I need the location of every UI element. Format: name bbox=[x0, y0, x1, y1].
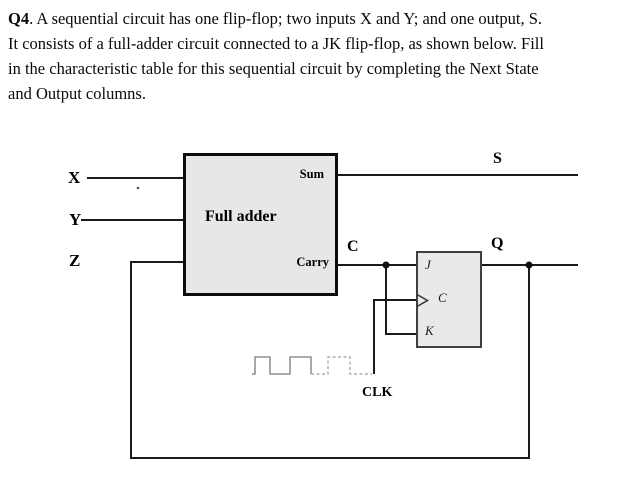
input-label-x: X bbox=[68, 168, 81, 187]
question-line-3: in the characteristic table for this seq… bbox=[8, 59, 539, 78]
clock-edge-triangle-icon bbox=[416, 293, 430, 308]
input-label-z: Z bbox=[69, 251, 81, 270]
clk-label: CLK bbox=[362, 385, 393, 400]
input-label-y: Y bbox=[69, 210, 82, 229]
question-line-1: Q4. A sequential circuit has one flip-fl… bbox=[8, 6, 638, 31]
wire-clk-to-clock-pin bbox=[373, 299, 416, 374]
question-line-2: It consists of a full-adder circuit conn… bbox=[8, 34, 544, 53]
clock-waveform-solid bbox=[252, 356, 312, 375]
carry-signal-label-c: C bbox=[347, 238, 359, 255]
question-text: Q4. A sequential circuit has one flip-fl… bbox=[8, 6, 638, 106]
full-adder-sum-port-label: Sum bbox=[299, 167, 324, 181]
wire-carry-to-k bbox=[385, 265, 416, 335]
full-adder-carry-port-label: Carry bbox=[296, 255, 329, 269]
jk-flip-flop-box: J C K bbox=[416, 251, 482, 348]
junction-dot-q bbox=[525, 261, 533, 269]
q-output-label: Q bbox=[491, 235, 504, 252]
stray-dot bbox=[136, 186, 140, 190]
jk-j-pin-label: J bbox=[425, 257, 431, 272]
question-number: Q4 bbox=[8, 9, 30, 28]
junction-dot-carry bbox=[382, 261, 390, 269]
jk-clock-pin-label: C bbox=[438, 290, 447, 305]
clock-waveform-dashed bbox=[311, 356, 372, 375]
full-adder-box: Full adder Sum Carry bbox=[183, 153, 338, 296]
question-line-1-text: . A sequential circuit has one flip-flop… bbox=[29, 9, 543, 28]
full-adder-title: Full adder bbox=[205, 208, 277, 225]
question-line-4: and Output columns. bbox=[8, 84, 146, 103]
jk-k-pin-label: K bbox=[425, 323, 434, 338]
output-label-s: S bbox=[493, 150, 502, 167]
